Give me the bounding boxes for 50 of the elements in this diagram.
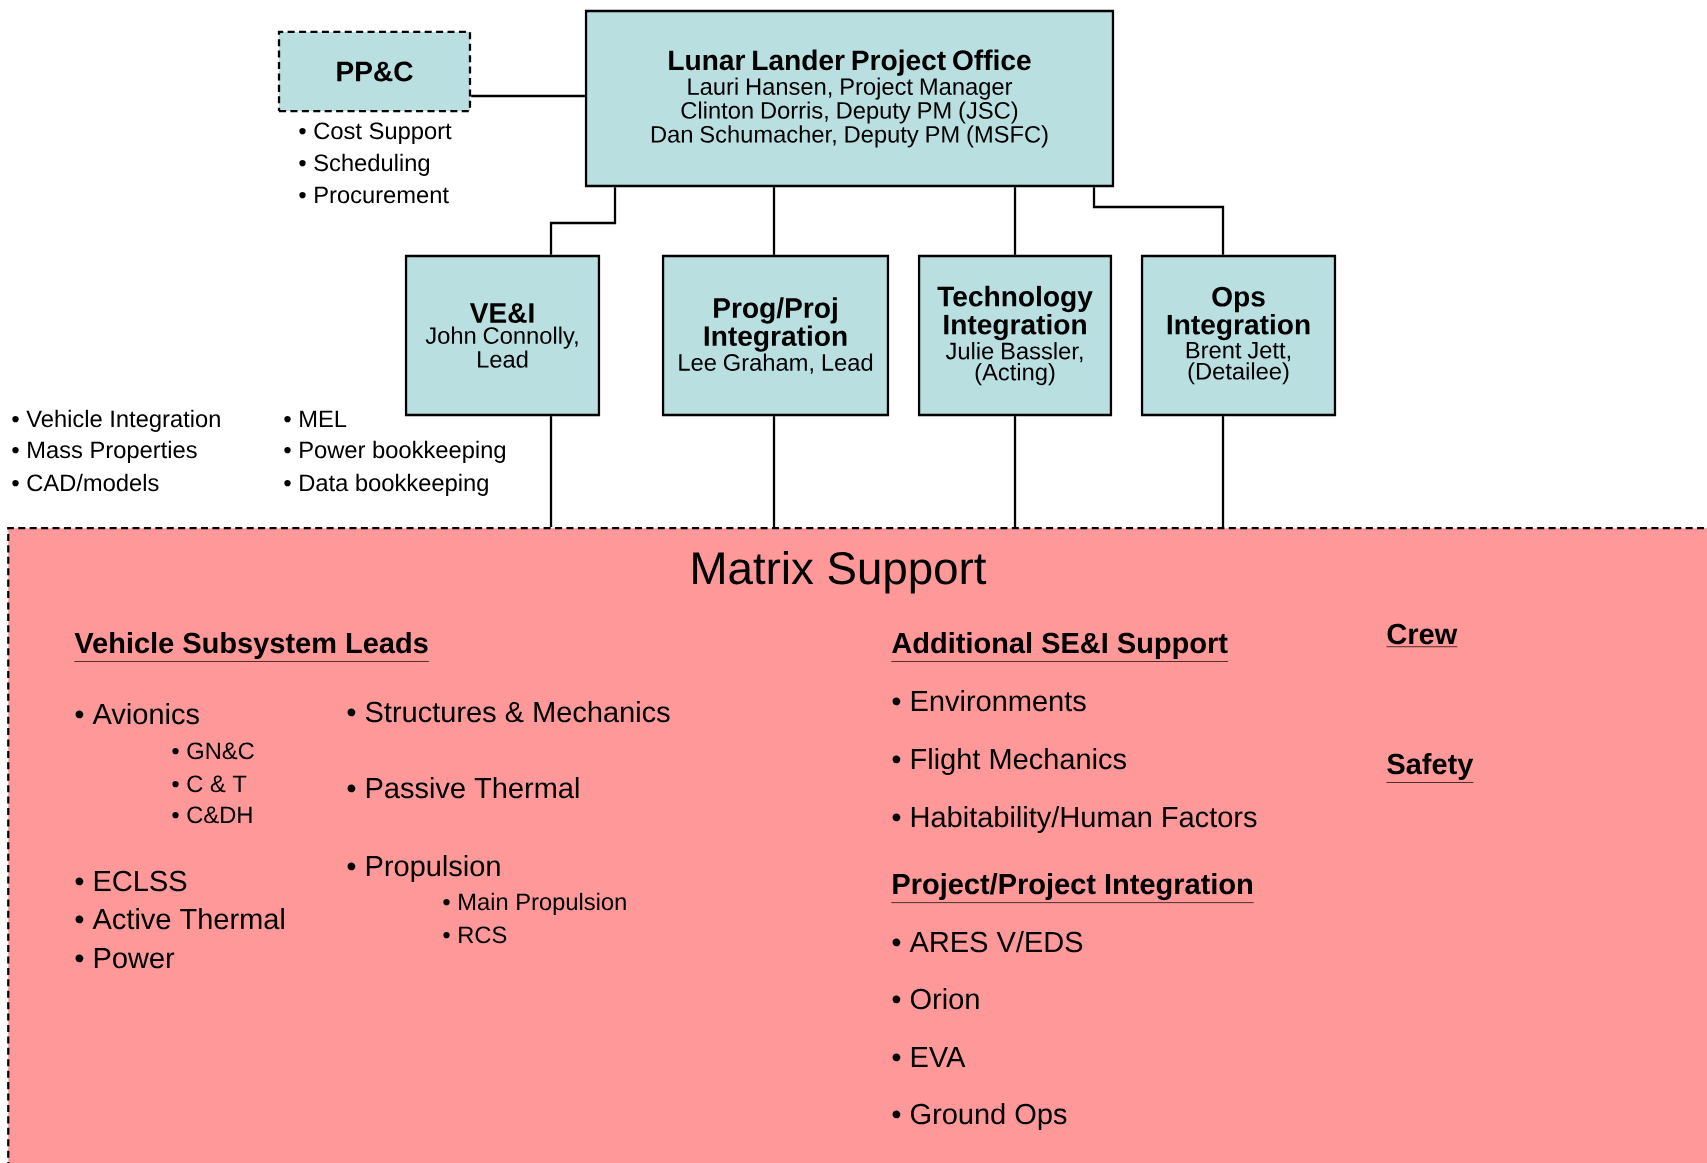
list-item: • Mass Properties bbox=[12, 440, 197, 463]
list-item: • Avionics bbox=[75, 703, 199, 725]
connector-line bbox=[1092, 187, 1225, 255]
team-box: VE&I John Connolly, Lead bbox=[404, 254, 601, 417]
section-heading: Additional SE&I Support bbox=[891, 632, 1229, 662]
list-item: • ARES V/EDS bbox=[892, 931, 1083, 953]
connector-line bbox=[1013, 187, 1017, 255]
list-item: • Power bookkeeping bbox=[284, 440, 505, 463]
team-box: Ops Integration Brent Jett, (Detailee) bbox=[1140, 254, 1337, 417]
list-item: • Flight Mechanics bbox=[892, 748, 1126, 775]
list-item: • Cost Support bbox=[299, 122, 452, 144]
sub-item: • C&DH bbox=[172, 806, 252, 824]
section-heading: Project/Project Integration bbox=[891, 873, 1255, 903]
sub-item: • GN&C bbox=[172, 742, 254, 760]
dashed-box: PP&C bbox=[277, 30, 472, 113]
connector-line bbox=[772, 187, 776, 255]
list-item: • ECLSS bbox=[75, 870, 187, 892]
list-item: • Orion bbox=[892, 988, 979, 1010]
connector-line bbox=[471, 94, 585, 98]
list-item: • Power bbox=[75, 948, 175, 969]
list-item: • Propulsion bbox=[347, 855, 500, 882]
connector-line bbox=[772, 416, 776, 527]
list-item: • Passive Thermal bbox=[347, 777, 579, 799]
matrix-band bbox=[7, 527, 1707, 1163]
list-item: • Data bookkeeping bbox=[284, 473, 488, 496]
sub-item: • RCS bbox=[443, 926, 507, 944]
section-heading: Crew bbox=[1386, 623, 1458, 648]
team-box: Technology Integration Julie Bassler, (Acting) bbox=[917, 254, 1113, 417]
list-item: • EVA bbox=[892, 1047, 966, 1067]
list-item: • Active Thermal bbox=[75, 908, 284, 930]
sub-item: • C & T bbox=[172, 775, 247, 793]
list-item: • MEL bbox=[284, 410, 347, 427]
list-item: • Scheduling bbox=[299, 153, 430, 176]
list-item: • Structures & Mechanics bbox=[347, 701, 670, 723]
list-item: • Ground Ops bbox=[892, 1103, 1067, 1130]
connector-line bbox=[1221, 416, 1225, 527]
band-title: Matrix Support bbox=[693, 550, 987, 594]
connector-line bbox=[549, 416, 553, 527]
section-heading: Vehicle Subsystem Leads bbox=[74, 632, 430, 662]
office-box: Lunar Lander Project Office Lauri Hansen, Project Manager Clinton Dorris, Deputy PM (JSC) Dan Schumacher, Deputy PM (MSFC) bbox=[584, 9, 1115, 188]
sub-item: • Main Propulsion bbox=[443, 892, 626, 915]
list-item: • Vehicle Integration bbox=[12, 409, 220, 432]
list-item: • Habitability/Human Factors bbox=[892, 806, 1257, 833]
team-box: Prog/Proj Integration Lee Graham, Lead bbox=[661, 254, 890, 417]
list-item: • Procurement bbox=[299, 186, 449, 204]
list-item: • CAD/models bbox=[12, 473, 159, 492]
connector-line bbox=[549, 187, 617, 255]
section-heading: Safety bbox=[1386, 753, 1474, 783]
list-item: • Environments bbox=[892, 690, 1086, 712]
connector-line bbox=[1013, 416, 1017, 527]
